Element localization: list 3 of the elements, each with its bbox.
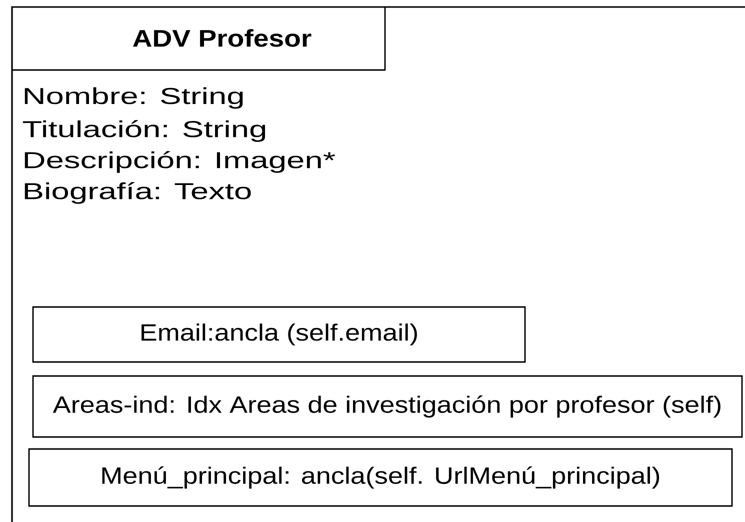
attribute-box: Email:ancla (self.email) (32, 306, 526, 363)
attribute-box: Areas-ind: Idx Areas de investigación por profesor (self) (32, 375, 743, 438)
attribute-box: Menú_principal: ancla(self. UrlMenú_principal) (28, 448, 733, 507)
